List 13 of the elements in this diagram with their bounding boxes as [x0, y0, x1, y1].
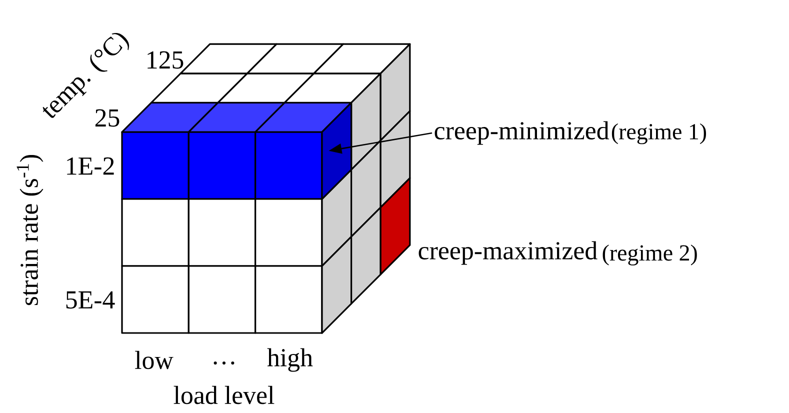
tick-label: …: [214, 361, 234, 365]
tick-label: high: [267, 348, 313, 372]
axis-title: strain rate (s$^{-1}$): [16, 155, 44, 306]
callout-text: (regime 2): [602, 244, 697, 266]
tick-label: 125: [148, 51, 184, 69]
tick-label: low: [135, 350, 174, 370]
cube-face: [321, 102, 352, 200]
axis-title: load level: [174, 386, 274, 404]
callout-text: creep-minimized(regime 1): [434, 121, 706, 145]
tick-label: 5E-4: [66, 291, 115, 309]
tick-label: 25: [95, 109, 120, 127]
callout-text: creep-maximized: [418, 241, 598, 265]
tick-label: 1E-2: [67, 157, 114, 175]
